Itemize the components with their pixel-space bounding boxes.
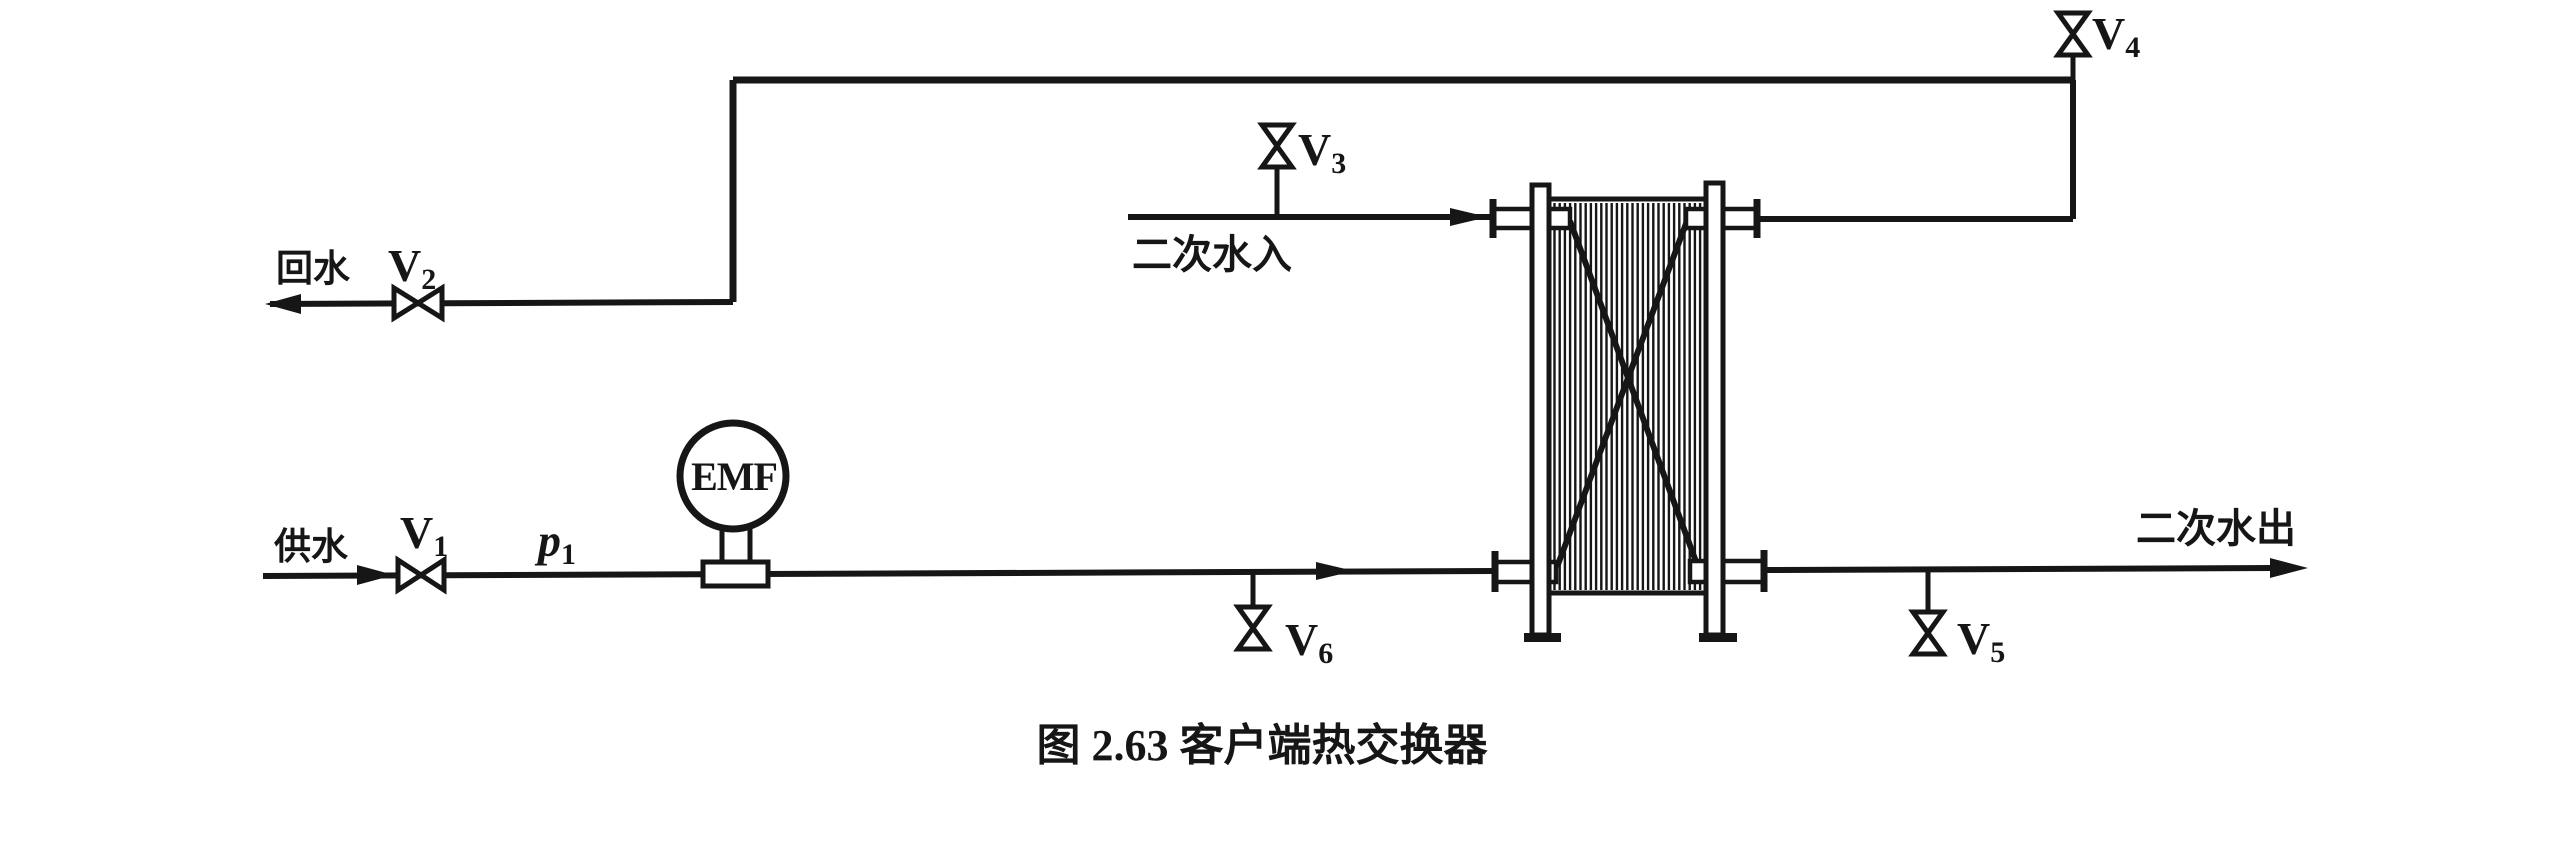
valve-v2-label: V2 — [388, 240, 436, 296]
return-water-pipe — [269, 299, 734, 307]
valve-v1-label: V1 — [400, 507, 448, 563]
end-plate-right-foot — [1699, 633, 1737, 642]
valve-v6: V6 — [1233, 571, 1333, 670]
valve-v2-icon — [413, 283, 445, 323]
valve-v1-icon — [416, 555, 447, 595]
valve-v4: V4 — [2053, 8, 2140, 82]
supply-arrow-icon — [357, 565, 394, 585]
valve-v3-icon — [1257, 141, 1297, 170]
valve-v4-label: V4 — [2092, 8, 2140, 64]
cross-brace-diagonal-2 — [1554, 219, 1690, 569]
valve-v6-label: V6 — [1285, 614, 1333, 670]
supply-water-label: 供水 — [274, 526, 349, 568]
plate-pack-hatch — [1553, 203, 1702, 590]
valve-v2: V2 — [388, 240, 445, 323]
plate-heat-exchanger — [1489, 180, 1768, 642]
mid-pipe-arrow-icon — [1316, 562, 1354, 580]
flow-meter-label: EMF — [691, 454, 777, 499]
end-plate-right — [1703, 180, 1726, 638]
valve-v3: V3 — [1257, 122, 1346, 217]
secondary-in-piping — [1128, 208, 2073, 226]
valve-v5-icon — [1908, 609, 1948, 638]
secondary-out-arrow-icon — [2270, 558, 2308, 578]
secondary-in-label: 二次水入 — [1132, 232, 1292, 277]
flow-meter-body — [700, 559, 771, 589]
primary-return-piping — [265, 76, 2076, 314]
emf-flow-meter: EMF — [676, 419, 790, 589]
return-water-label: 回水 — [276, 248, 351, 290]
valve-v5: V5 — [1908, 570, 2005, 669]
valve-v3-icon — [1257, 122, 1297, 151]
valve-v5-icon — [1908, 628, 1948, 657]
valve-v4-icon — [2053, 29, 2093, 58]
supply-piping — [262, 558, 2308, 585]
supply-pipe — [262, 568, 1495, 579]
valve-v6-icon — [1233, 604, 1273, 633]
figure-caption: 图 2.63 客户端热交换器 — [1037, 721, 1489, 770]
valve-v6-icon — [1233, 623, 1273, 652]
valve-v5-label: V5 — [1957, 613, 2005, 669]
end-plate-left — [1529, 182, 1552, 638]
valve-v4-icon — [2053, 10, 2093, 39]
secondary-in-arrow-icon — [1450, 208, 1488, 226]
secondary-out-label: 二次水出 — [2136, 506, 2296, 551]
secondary-out-pipe — [1763, 565, 2276, 573]
valve-v2-icon — [391, 283, 423, 323]
valve-v1: V1 — [395, 507, 448, 595]
end-plate-left-foot — [1524, 633, 1561, 642]
pressure-tap-label: p1 — [534, 515, 576, 571]
flow-meter-dial — [676, 419, 790, 533]
valve-v1-icon — [395, 555, 426, 595]
port-bottom-right-pipe — [1687, 558, 1767, 585]
cross-brace-diagonal-1 — [1567, 219, 1701, 569]
return-water-arrow-icon — [265, 294, 301, 314]
valve-v3-label: V3 — [1298, 124, 1346, 180]
